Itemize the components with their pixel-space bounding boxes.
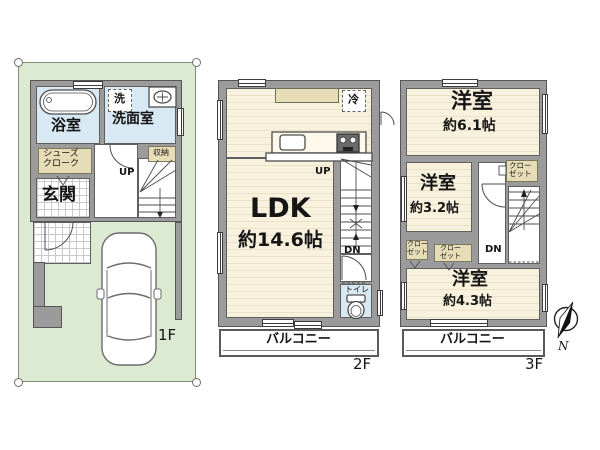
- room-bedroom1: [406, 88, 540, 156]
- exterior-wall-segment: [33, 306, 62, 328]
- label-balcony-2f: バルコニー: [266, 332, 331, 347]
- label-bedroom1-name: 洋室: [451, 89, 493, 113]
- window: [177, 108, 184, 136]
- label-ldk-size: 約14.6帖: [238, 229, 323, 251]
- balcony-3f: [402, 329, 545, 357]
- label-up-2f: UP: [315, 166, 331, 177]
- refrigerator-area: [342, 90, 366, 112]
- closet-line1: クロー: [509, 161, 532, 170]
- label-toilet: トイレ: [345, 285, 369, 294]
- window: [442, 79, 478, 87]
- balcony-2f: [219, 329, 379, 357]
- window: [401, 176, 407, 222]
- balcony-sliding-door: [294, 321, 322, 329]
- closet-line1: クロー: [440, 244, 461, 252]
- label-fridge: 冷: [348, 93, 359, 106]
- label-shoes-closet-line2: クローク: [43, 158, 80, 169]
- label-shoes-closet-line1: シューズ: [43, 149, 79, 159]
- window: [542, 284, 548, 312]
- label-floor-1f: 1F: [158, 326, 177, 344]
- balcony-sliding-door: [262, 319, 294, 327]
- label-bedroom2-size: 約3.2帖: [410, 201, 460, 216]
- closet-line2: ゼット: [440, 251, 461, 260]
- lot-corner-marker: [192, 378, 201, 387]
- label-floor-2f: 2F: [353, 355, 372, 373]
- closet-line2: ゼット: [509, 169, 532, 179]
- closet-line2: ゼット: [407, 247, 428, 256]
- lot-corner-marker: [14, 378, 23, 387]
- window: [73, 81, 103, 89]
- stair-vestibule-2f: [340, 254, 372, 282]
- room-bath: [36, 86, 100, 144]
- label-closet-1: クロー ゼット: [509, 161, 532, 179]
- label-bedroom2-name: 洋室: [420, 173, 456, 194]
- side-fence: [175, 222, 182, 320]
- label-bedroom1-size: 約6.1帖: [443, 118, 496, 134]
- stairs-3f-box: [508, 186, 540, 264]
- label-closet-2: クロー ゼット: [407, 240, 428, 256]
- label-ldk-name: LDK: [250, 193, 311, 224]
- entrance-porch: [33, 222, 91, 264]
- window: [401, 282, 407, 310]
- label-entrance: 玄関: [42, 185, 76, 205]
- room-closet-2: [406, 240, 428, 260]
- label-floor-3f: 3F: [525, 355, 544, 373]
- label-bedroom3-name: 洋室: [452, 269, 488, 290]
- stairs-2f-box: [340, 158, 372, 254]
- window: [542, 94, 548, 134]
- room-closet-3: [434, 244, 472, 262]
- room-ldk: [226, 158, 334, 318]
- compass-icon: [553, 301, 579, 339]
- laundry-machine-area: [108, 89, 132, 112]
- label-storage: 収納: [153, 148, 169, 157]
- hall-1f: [94, 144, 138, 218]
- label-up-1f: UP: [119, 167, 135, 178]
- label-balcony-3f: バルコニー: [440, 332, 505, 347]
- window: [238, 79, 266, 87]
- stairs-1f-box: [138, 158, 176, 218]
- window: [217, 100, 223, 140]
- balcony-sliding-door: [430, 319, 488, 327]
- north-label: N: [558, 339, 569, 353]
- lot-corner-marker: [192, 58, 201, 67]
- label-laundry: 洗: [114, 92, 125, 105]
- door-arc: [380, 111, 395, 126]
- label-closet-3: クロー ゼット: [440, 244, 461, 260]
- room-bedroom2: [406, 162, 472, 232]
- label-shoes-closet: シューズ クローク: [43, 149, 80, 170]
- window: [377, 290, 383, 316]
- hall-3f: [478, 162, 506, 264]
- kitchen-counter-shelf: [275, 88, 339, 103]
- label-washroom: 洗面室: [112, 111, 154, 127]
- room-closet-1: [506, 160, 538, 182]
- lot-corner-marker: [14, 58, 23, 67]
- closet-line1: クロー: [407, 240, 428, 248]
- label-dn-2f: DN: [344, 245, 361, 256]
- window: [217, 232, 223, 274]
- room-shoes-closet: [38, 148, 92, 174]
- label-dn-3f: DN: [485, 244, 502, 255]
- label-bath: 浴室: [51, 116, 82, 134]
- label-bedroom3-size: 約4.3帖: [443, 294, 493, 309]
